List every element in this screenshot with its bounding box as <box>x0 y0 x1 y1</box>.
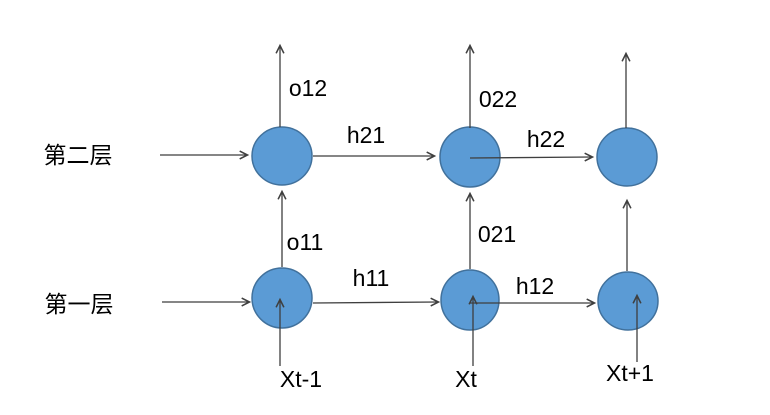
label-o22: 022 <box>479 86 517 112</box>
label-xt-1: Xt-1 <box>280 366 322 392</box>
label-h21: h21 <box>347 122 385 148</box>
node-layer2-left <box>251 126 313 186</box>
arrow-h22 <box>469 152 595 162</box>
label-o12: o12 <box>289 75 327 101</box>
node-layer1-mid <box>440 269 500 331</box>
label-layer-1: 第一层 <box>45 291 114 317</box>
arrow-h11 <box>312 297 441 307</box>
label-h12: h12 <box>516 273 554 299</box>
label-h11: h11 <box>353 265 390 291</box>
node-layer2-mid <box>439 126 501 188</box>
label-xt: Xt <box>455 366 477 392</box>
node-layer2-right <box>596 127 658 187</box>
node-layer1-left <box>251 267 313 329</box>
label-h22: h22 <box>527 126 565 152</box>
label-o21: 021 <box>478 221 516 247</box>
node-layer1-right <box>597 271 659 331</box>
label-layer-2: 第二层 <box>44 142 113 168</box>
label-o11: o11 <box>287 229 324 255</box>
label-xt-plus1: Xt+1 <box>606 360 654 386</box>
